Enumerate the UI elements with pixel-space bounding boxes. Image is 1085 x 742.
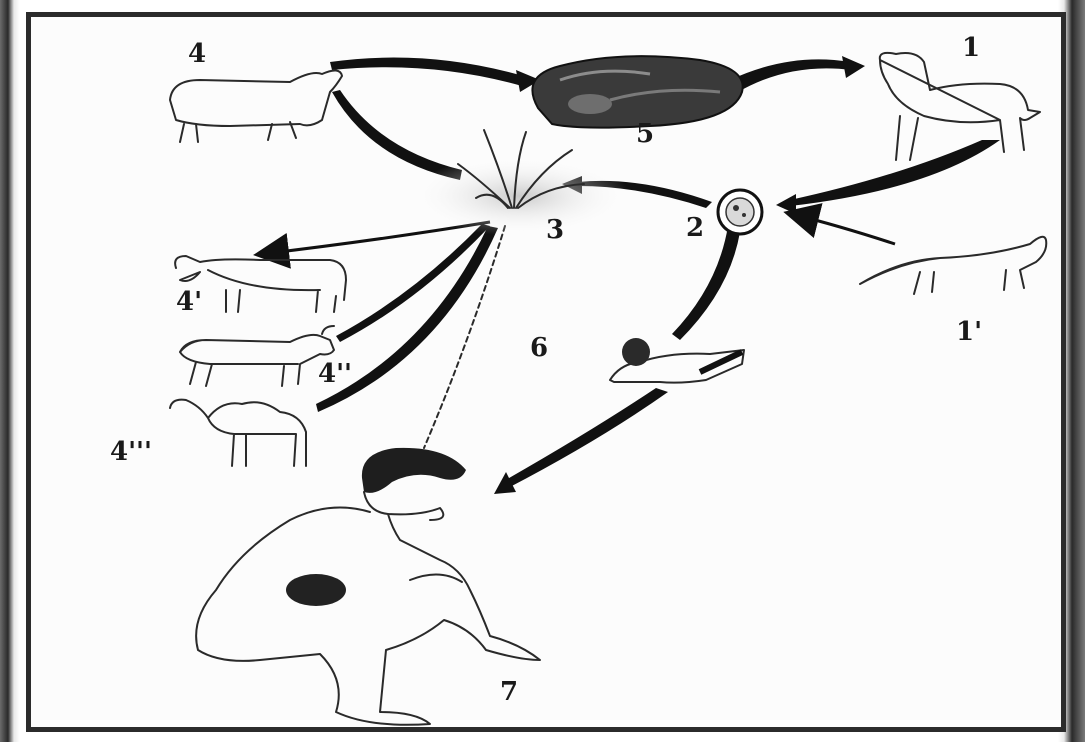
label-egg: 2 (686, 213, 704, 243)
label-hands: 6 (530, 333, 548, 363)
arrow-liver-to-dog-head (842, 56, 865, 78)
arrow-grass-to-human (424, 226, 505, 448)
camel-illustration (170, 400, 306, 466)
label-liver: 5 (636, 119, 654, 149)
sheep-illustration (170, 70, 342, 142)
liver-illustration (532, 56, 742, 127)
arrow-liver-to-dog (730, 59, 852, 92)
label-camel: 4''' (110, 437, 152, 467)
label-sheep: 4 (188, 39, 206, 69)
label-fox: 1' (956, 317, 982, 347)
arrow-dog-to-egg-head (776, 194, 796, 214)
human-illustration (196, 448, 540, 725)
arrow-dog-to-egg (790, 140, 1000, 206)
grass-illustration (410, 130, 630, 236)
label-grass: 3 (546, 215, 564, 245)
arrow-grass-to-sheep (332, 90, 462, 180)
label-goat: 4'' (318, 359, 352, 389)
arrow-sheep-to-liver (330, 58, 530, 86)
arrow-fox-to-egg (792, 214, 895, 244)
arrow-hands-to-human (502, 388, 668, 488)
label-dog: 1 (962, 33, 980, 63)
goat-illustration (180, 326, 334, 386)
label-cow: 4' (176, 287, 202, 317)
dog-illustration (880, 53, 1040, 160)
arrow-egg-to-hands (672, 226, 740, 340)
fox-illustration (860, 237, 1046, 294)
egg-illustration (718, 190, 762, 234)
hands-illustration (610, 338, 744, 383)
label-human: 7 (500, 677, 518, 707)
